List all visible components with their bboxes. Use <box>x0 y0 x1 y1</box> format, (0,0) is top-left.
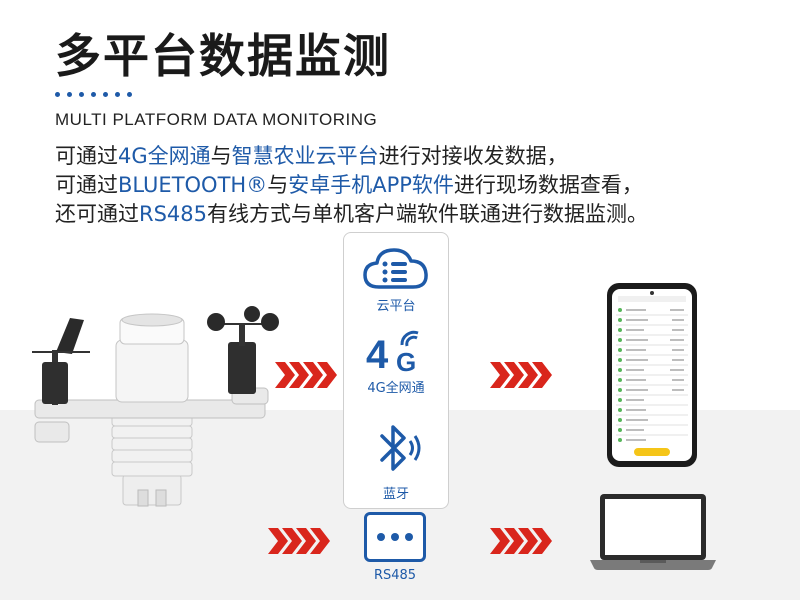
arrow-icon <box>490 528 552 554</box>
channel-rs485-label: RS485 <box>373 568 417 583</box>
description-line-2: 可通过BLUETOOTH®与安卓手机APP软件进行现场数据查看， <box>55 173 643 197</box>
channel-4g: 4 G 4G全网通 <box>344 329 448 396</box>
channel-cloud-label: 云平台 <box>376 299 416 314</box>
smartphone-device <box>607 283 697 467</box>
channel-bluetooth: 蓝牙 <box>344 421 448 502</box>
title-dots-decoration <box>55 92 132 97</box>
channel-4g-label: 4G全网通 <box>367 381 425 396</box>
channel-cloud: 云平台 <box>344 245 448 314</box>
page-title: 多平台数据监测 <box>55 29 391 83</box>
channel-bluetooth-label: 蓝牙 <box>382 487 409 502</box>
weather-station-device <box>32 306 279 507</box>
arrow-icon <box>275 362 337 388</box>
rs485-port-icon <box>364 512 426 562</box>
arrow-icon <box>268 528 330 554</box>
bluetooth-icon <box>380 425 421 471</box>
laptop-device <box>590 494 716 570</box>
cloud-list-icon <box>363 248 428 289</box>
description-line-3: 还可通过RS485有线方式与单机客户端软件联通进行数据监测。 <box>55 202 649 226</box>
communication-panel: 云平台 4 G 4G全网通 蓝牙 <box>343 232 449 509</box>
description: 可通过4G全网通与智慧农业云平台进行对接收发数据， 可通过BLUETOOTH®与… <box>55 142 648 229</box>
page-subtitle: MULTI PLATFORM DATA MONITORING <box>55 110 378 129</box>
signal-4g-icon: 4 G <box>366 330 419 377</box>
channel-rs485: RS485 <box>343 512 447 583</box>
description-line-1: 可通过4G全网通与智慧农业云平台进行对接收发数据， <box>55 144 568 168</box>
arrow-icon <box>490 362 552 388</box>
